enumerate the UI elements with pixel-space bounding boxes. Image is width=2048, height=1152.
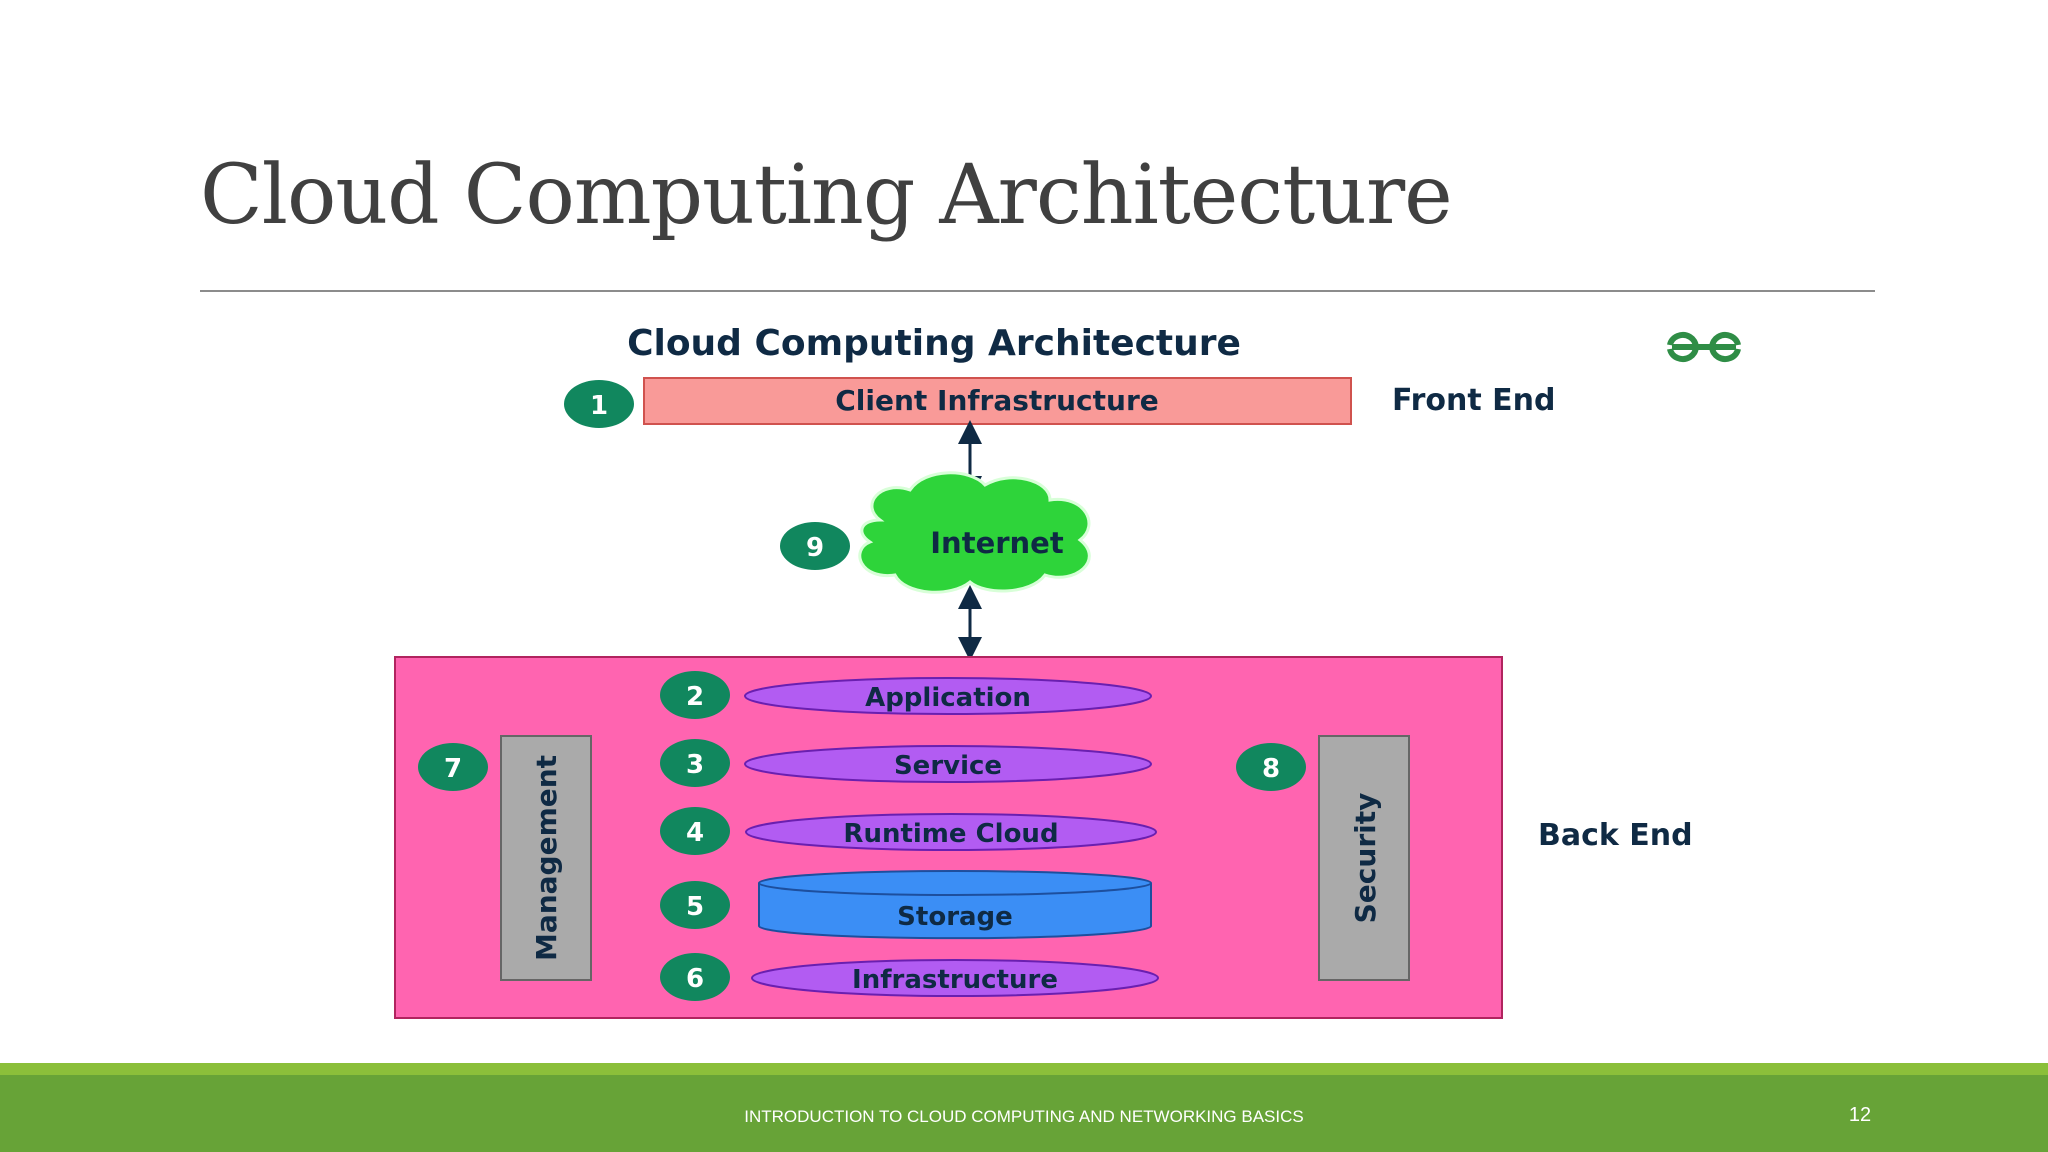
layer-badge-service: 3 [660, 739, 730, 787]
security-badge: 8 [1236, 743, 1306, 791]
slide-title: Cloud Computing Architecture [200, 148, 1453, 243]
svg-text:Service: Service [894, 751, 1002, 781]
svg-text:Storage: Storage [897, 902, 1013, 932]
title-divider [200, 290, 1875, 292]
svg-text:8: 8 [1262, 754, 1280, 784]
svg-text:Infrastructure: Infrastructure [852, 965, 1058, 995]
svg-text:3: 3 [686, 750, 704, 780]
client-badge: 1 [564, 380, 634, 428]
footer-bar [0, 1075, 2048, 1152]
management-label: Management [530, 755, 563, 961]
svg-text:1: 1 [590, 391, 608, 421]
svg-text:6: 6 [686, 964, 704, 994]
security-label: Security [1349, 793, 1382, 924]
page-number: 12 [1848, 1104, 1872, 1126]
layer-service: Service [744, 745, 1152, 783]
back-end-label: Back End [1538, 818, 1693, 853]
layer-badge-infrastructure: 6 [660, 953, 730, 1001]
svg-text:2: 2 [686, 682, 704, 712]
internet-label: Internet [930, 526, 1064, 560]
footer-text: INTRODUCTION TO CLOUD COMPUTING AND NETW… [744, 1107, 1304, 1126]
svg-text:5: 5 [686, 892, 704, 922]
client-infrastructure-box [643, 377, 1352, 425]
management-panel [500, 735, 592, 981]
internet-badge: 9 [780, 522, 850, 570]
svg-text:4: 4 [686, 818, 704, 848]
layer-badge-runtime-cloud: 4 [660, 807, 730, 855]
svg-text:Application: Application [865, 683, 1031, 713]
svg-text:7: 7 [444, 754, 462, 784]
layer-infrastructure: Infrastructure [751, 959, 1159, 997]
diagram-title: Cloud Computing Architecture [627, 323, 1241, 364]
security-panel [1318, 735, 1410, 981]
svg-text:9: 9 [806, 533, 824, 563]
client-infrastructure-label: Client Infrastructure [835, 384, 1159, 417]
internet-cloud-icon [858, 471, 1091, 594]
layer-badge-storage: 5 [660, 881, 730, 929]
management-badge: 7 [418, 743, 488, 791]
front-end-label: Front End [1392, 383, 1555, 418]
geeksforgeeks-logo-icon [1667, 332, 1741, 362]
layer-badge-application: 2 [660, 671, 730, 719]
footer-accent-bar [0, 1063, 2048, 1075]
layer-runtime-cloud: Runtime Cloud [745, 813, 1157, 851]
layer-application: Application [744, 677, 1152, 715]
layer-storage: Storage [758, 870, 1152, 940]
svg-text:Runtime Cloud: Runtime Cloud [843, 819, 1058, 849]
